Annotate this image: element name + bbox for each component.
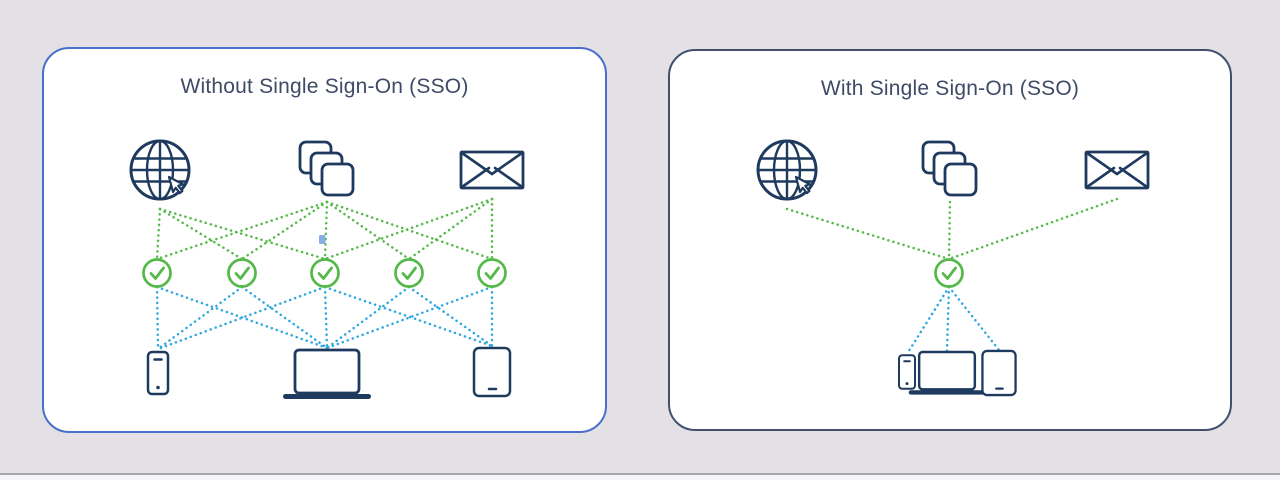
credential-check-icon-4 [394, 258, 424, 288]
connection-line-green [785, 207, 951, 261]
connection-line-blue [407, 285, 494, 348]
connection-line-blue [156, 285, 244, 351]
applications-icon [921, 140, 978, 197]
credential-check-icon-2 [227, 258, 257, 288]
tablet-icon [472, 346, 512, 398]
connection-line-green [323, 197, 494, 261]
panel-title: With Single Sign-On (SSO) [820, 77, 1080, 100]
smartphone-icon [897, 354, 917, 390]
connection-line-green [155, 207, 162, 261]
without-sso-diagram [129, 139, 525, 401]
credential-check-icon-5 [477, 258, 507, 288]
connection-line-blue [155, 285, 329, 350]
smartphone-icon [146, 350, 170, 396]
connection-line-blue [155, 285, 160, 351]
connection-line-green [155, 200, 329, 261]
laptop-icon [907, 350, 987, 396]
connection-line-blue [323, 285, 494, 348]
laptop-icon [281, 348, 373, 401]
panel-without-sso: Without Single Sign-On (SSO) [42, 47, 607, 433]
panel-with-sso: With Single Sign-On (SSO) [668, 49, 1232, 431]
connection-line-blue [947, 285, 1001, 352]
connection-line-blue [325, 285, 411, 350]
email-icon [1084, 150, 1150, 190]
connection-line-green [407, 197, 494, 261]
connection-line-green [947, 197, 1119, 261]
applications-icon [298, 140, 355, 197]
email-icon [459, 150, 525, 190]
connection-line-blue [156, 285, 327, 351]
connection-line-blue [240, 285, 329, 350]
tablet-icon [981, 349, 1017, 397]
connection-line-blue [945, 285, 951, 353]
single-credential-check-icon [934, 258, 964, 288]
connection-line-green [323, 200, 329, 261]
web-browser-icon [129, 139, 191, 201]
connection-line-green [325, 200, 494, 261]
window-bottom-edge [0, 475, 1280, 480]
connection-line-green [158, 207, 244, 261]
credential-check-icon-3 [310, 258, 340, 288]
with-sso-diagram [756, 139, 1150, 397]
connection-line-blue [905, 285, 951, 356]
web-browser-icon [756, 139, 818, 201]
connection-line-green [947, 200, 952, 261]
window-bottom-divider [0, 473, 1280, 475]
connection-line-blue [323, 285, 329, 350]
credential-check-icon-1 [142, 258, 172, 288]
connection-line-green [158, 207, 327, 261]
panel-title: Without Single Sign-On (SSO) [180, 75, 469, 98]
connection-line-green [325, 200, 411, 261]
stray-blue-mark [319, 235, 326, 244]
connection-line-green [240, 200, 329, 261]
